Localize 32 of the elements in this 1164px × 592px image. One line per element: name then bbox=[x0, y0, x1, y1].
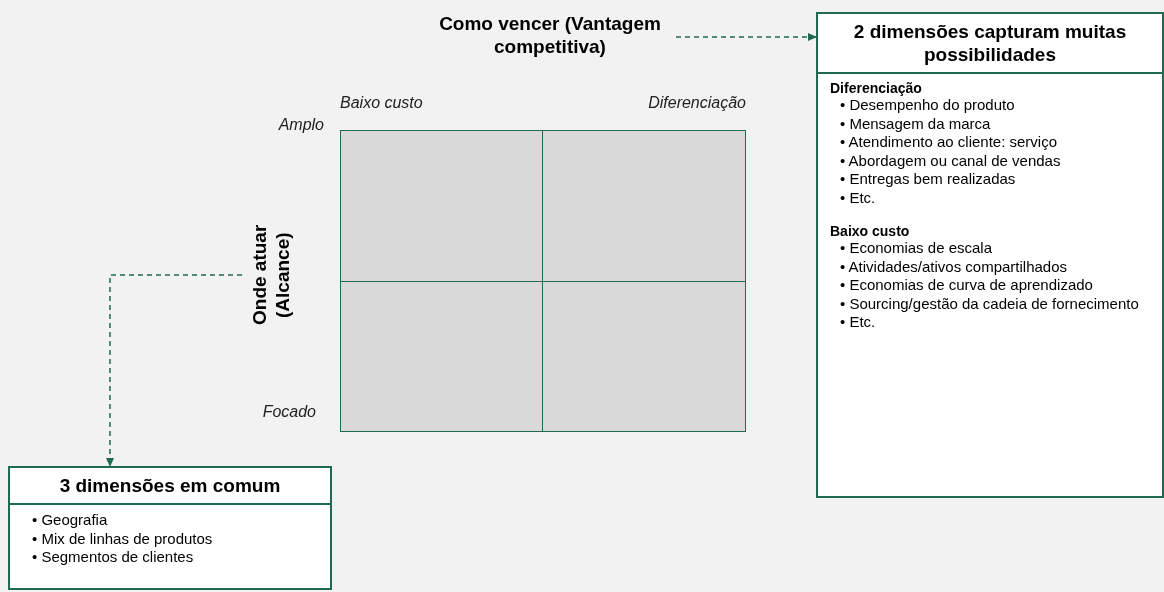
info-card bbox=[8, 466, 332, 590]
arrow bbox=[106, 274, 243, 467]
bullet-item: • Etc. bbox=[839, 188, 877, 207]
card-title: 3 dimensões em comum bbox=[10, 468, 330, 505]
bullet-item: • Atividades/ativos compartilhados bbox=[839, 257, 1069, 276]
bullet-item: • Abordagem ou canal de vendas bbox=[839, 151, 1062, 170]
axis-heading: Como vencer (Vantagem competitiva) bbox=[430, 12, 670, 62]
axis-label: Diferenciação bbox=[648, 94, 746, 112]
section-heading: Diferenciação bbox=[830, 80, 923, 96]
bullet-item: • Entregas bem realizadas bbox=[839, 170, 1017, 189]
bullet-item: • Atendimento ao cliente: serviço bbox=[839, 133, 1059, 152]
bullet-item: • Economias de curva de aprendizado bbox=[839, 276, 1094, 295]
grid-cell bbox=[340, 130, 543, 282]
grid-cell bbox=[542, 281, 746, 432]
axis-label: Focado bbox=[262, 403, 316, 421]
bullet-item: • Geografia bbox=[31, 511, 109, 530]
bullet-item: • Economias de escala bbox=[839, 239, 993, 258]
bullet-item: • Desempenho do produto bbox=[839, 96, 1016, 115]
axis-label: Baixo custo bbox=[340, 94, 423, 112]
bullet-item: • Segmentos de clientes bbox=[31, 548, 195, 567]
arrow bbox=[675, 33, 817, 41]
grid-cell bbox=[340, 281, 543, 432]
axis-heading: Onde atuar (Alcance) bbox=[248, 195, 300, 355]
section-heading: Baixo custo bbox=[830, 223, 911, 239]
bullet-item: • Mensagem da marca bbox=[839, 114, 992, 133]
axis-label: Amplo bbox=[278, 116, 324, 134]
info-card bbox=[816, 12, 1164, 498]
card-title: 2 dimensões capturam muitas possibilidades bbox=[818, 14, 1162, 74]
bullet-item: • Etc. bbox=[839, 313, 877, 332]
bullet-item: • Sourcing/gestão da cadeia de fornecimento bbox=[839, 294, 1140, 313]
grid-cell bbox=[542, 130, 746, 282]
bullet-item: • Mix de linhas de produtos bbox=[31, 529, 214, 548]
